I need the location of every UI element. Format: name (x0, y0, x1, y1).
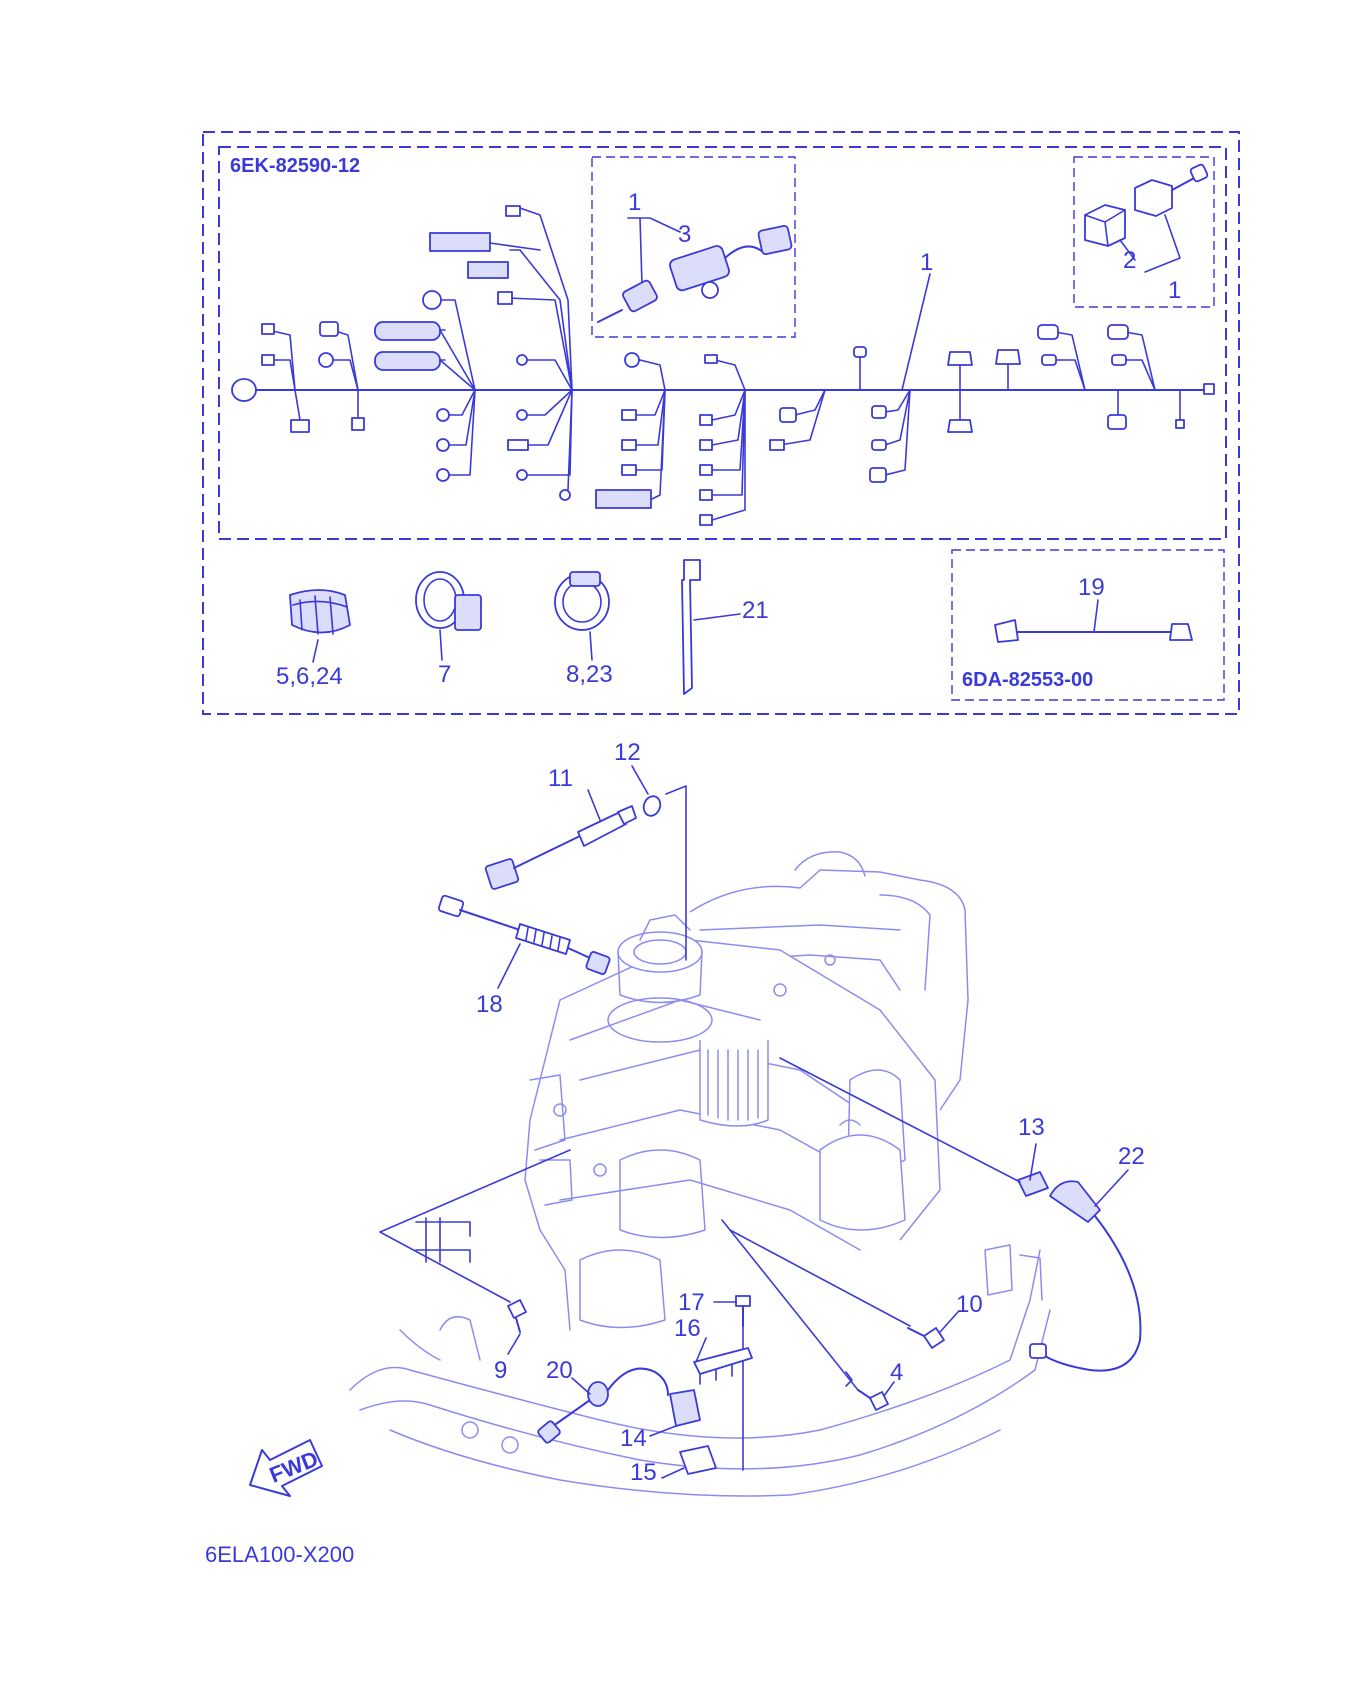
forward-arrow: FWD (249, 1439, 323, 1497)
callout-17: 17 (678, 1289, 705, 1316)
callout-11: 11 (548, 765, 573, 792)
engine-block (524, 851, 969, 1331)
bracket-16 (693, 1337, 753, 1385)
callout-7: 7 (438, 661, 451, 688)
harness-kit-frame (202, 131, 1240, 715)
wire-harness (231, 205, 1215, 526)
callout-20: 20 (546, 1357, 573, 1384)
switch-13 (779, 1057, 1049, 1197)
clamp-7 (415, 571, 482, 661)
sub-lead-part-code: 6DA-82553-00 (962, 669, 1093, 691)
callout-21: 21 (742, 597, 769, 624)
harness-frame (218, 146, 1227, 540)
callout-1-main: 1 (920, 249, 933, 276)
sensor-11 (484, 789, 637, 890)
inset-connector-parts (597, 217, 793, 323)
bolt-10 (729, 1229, 959, 1349)
sensor-18 (437, 894, 611, 989)
callout-10: 10 (956, 1291, 983, 1318)
callout-4: 4 (890, 1359, 903, 1386)
clamp-8-23 (554, 571, 610, 661)
lead-20 (537, 1367, 669, 1444)
harness-part-code: 6EK-82590-12 (230, 155, 360, 177)
fwd-label: FWD (266, 1446, 322, 1488)
gasket-15 (661, 1445, 717, 1479)
callout-5-6-24: 5,6,24 (276, 663, 343, 690)
callout-14: 14 (620, 1425, 647, 1452)
washer-12 (631, 765, 687, 961)
sensor-14 (649, 1389, 701, 1437)
callout-12: 12 (614, 739, 641, 766)
inset-relay-parts (1084, 163, 1209, 273)
callout-15: 15 (630, 1459, 657, 1486)
callout-19: 19 (1078, 574, 1105, 601)
callout-8-23: 8,23 (566, 661, 613, 688)
callout-18: 18 (476, 991, 503, 1018)
bottom-cowling (349, 1244, 1051, 1497)
callout-13: 13 (1018, 1114, 1045, 1141)
callout-2: 2 (1123, 247, 1136, 274)
bolt-4 (721, 1219, 895, 1411)
callout-1-inset: 1 (628, 189, 641, 216)
inset-relay-frame (1073, 156, 1215, 308)
bolt-17 (713, 1295, 751, 1471)
callout-3: 3 (678, 221, 691, 248)
bolt-9 (379, 1149, 571, 1355)
callout-9: 9 (494, 1357, 507, 1384)
cable-tie-21 (681, 559, 741, 695)
callout-16: 16 (674, 1315, 701, 1342)
callout-1-right: 1 (1168, 277, 1181, 304)
lead-22 (1029, 1169, 1142, 1372)
clamp-5-6-24 (289, 589, 351, 663)
drawing-reference-code: 6ELA100-X200 (205, 1542, 354, 1567)
sub-lead-19 (994, 599, 1193, 643)
inset-connector-frame (591, 156, 796, 338)
callout-22: 22 (1118, 1143, 1145, 1170)
